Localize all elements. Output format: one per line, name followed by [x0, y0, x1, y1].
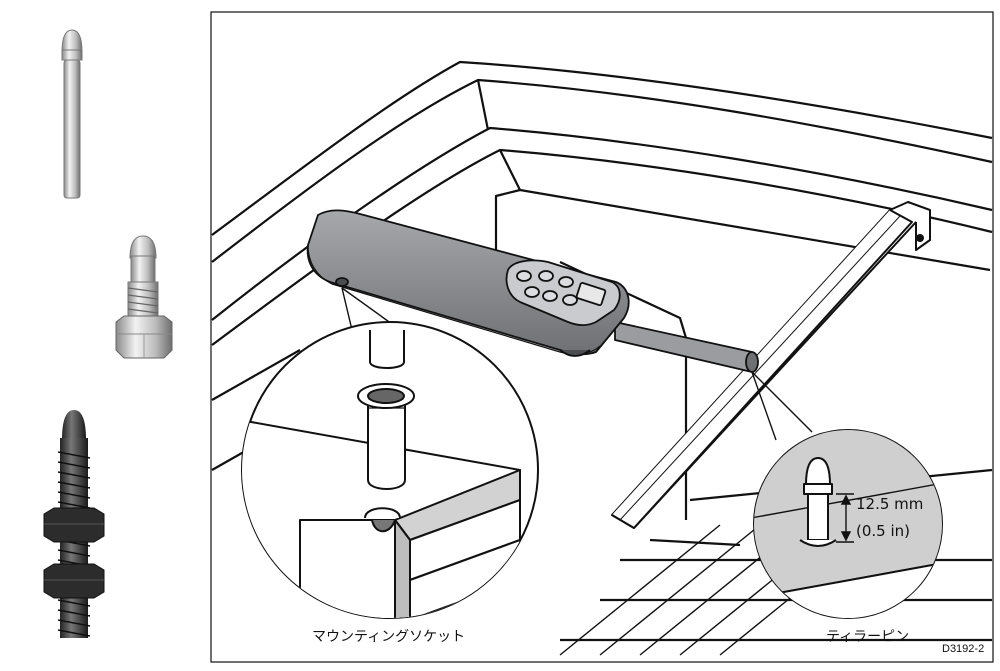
dimension-in-label: (0.5 in) — [856, 522, 911, 540]
mounting-socket-label: マウンティングソケット — [312, 629, 466, 645]
mounting-socket-detail — [241, 321, 539, 619]
tiller-pilot — [306, 209, 759, 373]
detail-leaders — [341, 287, 813, 441]
photo-black-pin — [43, 410, 105, 638]
tiller — [611, 201, 931, 529]
long-steel-pin-icon — [61, 29, 83, 199]
tiller-pin-label: ティラーピン — [826, 629, 910, 645]
black-threaded-pin-with-two-nuts-icon — [43, 410, 105, 638]
dimension-arrow — [836, 493, 854, 543]
photo-long-pin — [61, 29, 83, 199]
drawing-code: D3192-2 — [942, 643, 985, 655]
dimension-mm-label: 12.5 mm — [856, 495, 924, 513]
short-threaded-pin-with-nut-icon — [115, 235, 173, 359]
photo-short-pin — [115, 235, 173, 359]
